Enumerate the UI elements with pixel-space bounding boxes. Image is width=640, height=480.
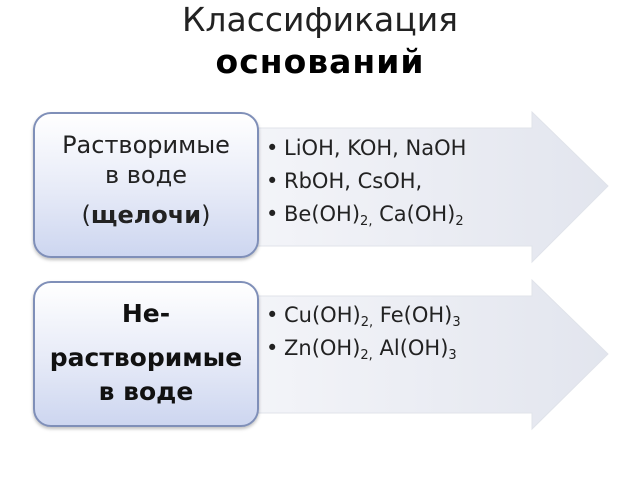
formula-item: •Zn(OH)2, Al(OH)3: [266, 332, 461, 365]
bullet: •: [266, 336, 279, 360]
bullet: •: [266, 202, 279, 226]
group-1-heading-line1: Растворимые: [62, 131, 230, 159]
bullet: •: [266, 169, 279, 193]
group-1-heading-alkali: (щелочи): [35, 200, 257, 230]
formula-text: Al(OH): [372, 336, 449, 360]
formula-item: •Cu(OH)2, Fe(OH)3: [266, 299, 461, 332]
paren-open: (: [81, 201, 91, 229]
subscript: 2,: [360, 315, 374, 330]
group-box-soluble: Растворимые в воде (щелочи): [33, 112, 259, 258]
formula-text: Fe(OH): [373, 303, 453, 327]
formula-text: Be(OH): [284, 202, 361, 226]
title-line-2: оснований: [215, 42, 425, 81]
group-1-list: •LiOH, KOH, NaOH•RbOH, CsOH,•Be(OH)2, Ca…: [266, 132, 466, 231]
arrow-shape-2: [239, 278, 609, 431]
formula-text: Ca(OH): [372, 202, 456, 226]
subscript: 2,: [360, 348, 373, 363]
group-2-list: •Cu(OH)2, Fe(OH)3•Zn(OH)2, Al(OH)3: [266, 299, 461, 365]
formula-text: LiOH, KOH, NaOH: [284, 136, 467, 160]
subscript: 2,: [360, 214, 373, 229]
group-2-heading-line2: растворимые: [49, 343, 243, 372]
subscript: 2: [455, 214, 464, 229]
arrow-shape-1: [239, 110, 609, 264]
bullet: •: [266, 303, 279, 327]
formula-item: •RbOH, CsOH,: [266, 165, 466, 198]
formula-item: •Be(OH)2, Ca(OH)2: [266, 198, 466, 231]
group-box-insoluble: Не- растворимые в воде: [33, 281, 259, 427]
formula-item: •LiOH, KOH, NaOH: [266, 132, 466, 165]
bullet: •: [266, 136, 279, 160]
paren-close: ): [201, 201, 211, 229]
subscript: 3: [448, 348, 457, 363]
subscript: 3: [452, 315, 461, 330]
formula-text: Zn(OH): [284, 336, 361, 360]
alkali-label: щелочи: [90, 201, 202, 229]
group-1-heading-line2: в воде: [105, 161, 187, 189]
group-2-heading-line3: в воде: [98, 377, 194, 406]
title-line-1: Классификация: [181, 0, 459, 39]
group-2-heading-line1: Не-: [121, 299, 171, 328]
formula-text: RbOH, CsOH,: [284, 169, 423, 193]
formula-text: Cu(OH): [284, 303, 361, 327]
